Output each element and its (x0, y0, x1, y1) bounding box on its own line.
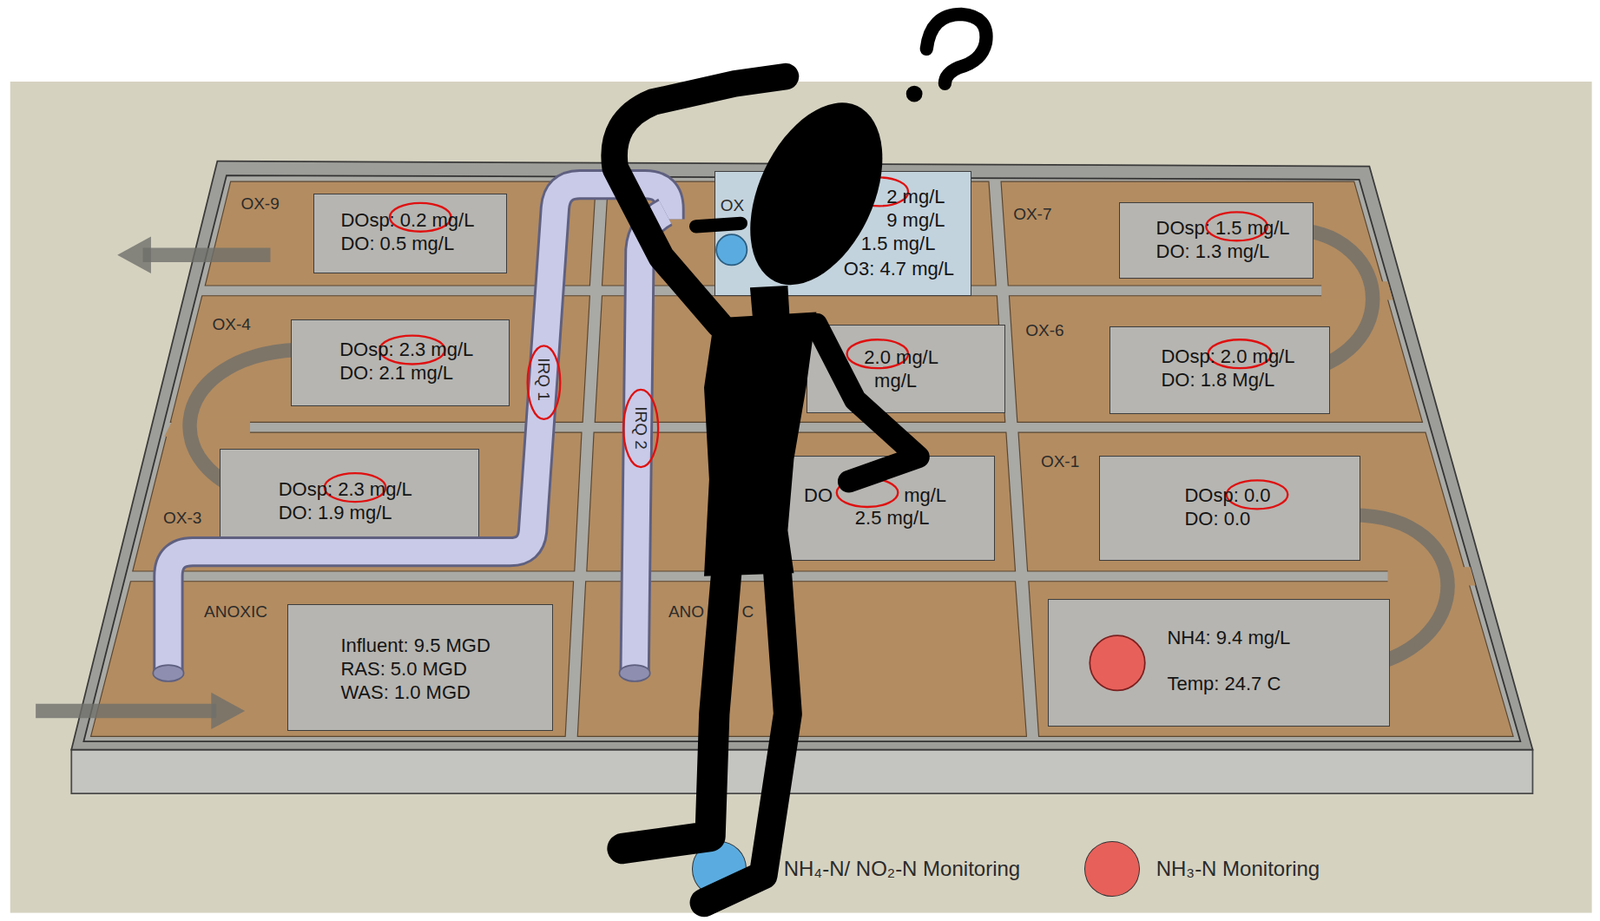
zone-label: OX (720, 196, 745, 216)
reading-box: DOsp: 0.0DO: 0.0 (1099, 455, 1361, 561)
outlet-arrow (143, 248, 271, 263)
figure-torso (704, 312, 817, 577)
highlight-ring (847, 339, 909, 369)
reading-value: DO: 2.1 mg/L (339, 362, 454, 385)
reading-value: DOsp: 2.3 mg/L (339, 338, 474, 362)
recycle-pipe (634, 211, 666, 675)
reading-value: DO: 0.5 mg/L (340, 232, 455, 256)
reading-value: DO (803, 484, 833, 507)
reading-value: WAS: 1.0 MGD (340, 681, 471, 705)
question-mark (926, 13, 987, 84)
reading-box: DOsp: 0.2 mg/LDO: 0.5 mg/L (313, 193, 507, 274)
legend-text: NH₃-N Monitoring (1156, 855, 1320, 883)
baffle-opening (164, 418, 251, 437)
pipe-opening (618, 665, 650, 682)
reading-value: DOsp: 2.3 mg/L (278, 478, 413, 501)
reading-value: DO: 1.8 Mg/L (1160, 368, 1275, 392)
highlight-ring (324, 473, 387, 502)
figure-head (723, 81, 909, 306)
recycle-pipe (168, 184, 670, 676)
highlight-ring (1205, 211, 1268, 241)
figure-arm (614, 76, 786, 325)
tank-front-wall (71, 750, 1533, 795)
highlight-ring (623, 389, 659, 468)
pipe-label: IRQ 2 (631, 405, 651, 453)
reading-value: 2.5 mg/L (855, 506, 930, 530)
reading-value: mg/L (903, 484, 947, 507)
highlight-ring (1226, 480, 1289, 509)
reading-value: 1.5 mg/L (861, 232, 936, 256)
reading-value: DOsp: 0.0 (1184, 484, 1271, 507)
reading-value: mg/L (874, 369, 917, 393)
zone-label: OX-3 (163, 508, 202, 528)
reading-value: DO: 0.0 (1184, 507, 1251, 531)
reading-box: DOsp: 2.3 mg/LDO: 2.1 mg/L (290, 319, 510, 407)
reading-value: RAS: 5.0 MGD (340, 658, 467, 681)
backdrop (10, 81, 1593, 914)
reading-value: O3: 4.7 mg/L (843, 257, 955, 281)
figure-finger (696, 223, 742, 227)
figure-arm (816, 324, 919, 482)
reading-value: 2 mg/L (886, 185, 945, 209)
zone-label: C (742, 602, 755, 622)
zone-label: OX-4 (211, 315, 251, 335)
arrow-head (210, 692, 245, 730)
zone-label: ANO (668, 602, 705, 622)
zone-label: OX-7 (1013, 204, 1052, 224)
legend-text: NH₄-N/ NO₂-N Monitoring (783, 855, 1021, 883)
zone-label: OX-1 (1040, 452, 1080, 472)
reading-value: DOsp: 1.5 mg/L (1156, 217, 1291, 240)
monitor-dot (1089, 635, 1145, 691)
recycle-pipe (634, 211, 666, 675)
reading-value: DOsp: 0.2 mg/L (340, 209, 475, 232)
basin-cell (1008, 296, 1423, 423)
highlight-ring (527, 345, 561, 420)
zone-label: OX-9 (240, 194, 279, 214)
reading-value: DO: 1.9 mg/L (278, 501, 393, 525)
highlight-ring (389, 203, 452, 232)
basin-cell (1018, 432, 1466, 572)
reading-box: DOsp: 1.5 mg/LDO: 1.3 mg/L (1119, 202, 1313, 279)
pipe-opening (152, 665, 184, 682)
reading-value: DO: 1.3 mg/L (1156, 240, 1271, 264)
reading-value: Influent: 9.5 MGD (340, 634, 490, 658)
figure-leg (704, 572, 788, 903)
arrow-head (117, 237, 152, 274)
highlight-ring (379, 335, 445, 365)
baffle-opening (1321, 281, 1393, 300)
highlight-ring (1208, 339, 1272, 369)
reading-value: 2.0 mg/L (863, 346, 939, 369)
baffle-opening (1388, 566, 1476, 586)
question-dot (906, 85, 923, 103)
reading-value: Temp: 24.7 C (1166, 672, 1281, 696)
figure-leg (622, 571, 727, 850)
reading-box: Influent: 9.5 MGDRAS: 5.0 MGDWAS: 1.0 MG… (287, 604, 554, 732)
reading-value: DOsp: 2.0 mg/L (1160, 345, 1295, 369)
legend-swatch (1084, 841, 1140, 896)
reading-value: 9 mg/L (886, 209, 945, 232)
zone-label: ANOXIC (204, 602, 268, 622)
recycle-pipe (168, 184, 670, 676)
reading-box: DOsp: 2.0 mg/LDO: 1.8 Mg/L (1109, 326, 1331, 415)
zone-label: OX-6 (1025, 321, 1064, 341)
inlet-arrow (35, 704, 217, 718)
pipe-label: IRQ 1 (533, 355, 554, 403)
reading-value: NH4: 9.4 mg/L (1166, 626, 1291, 650)
monitor-dot (716, 234, 747, 265)
